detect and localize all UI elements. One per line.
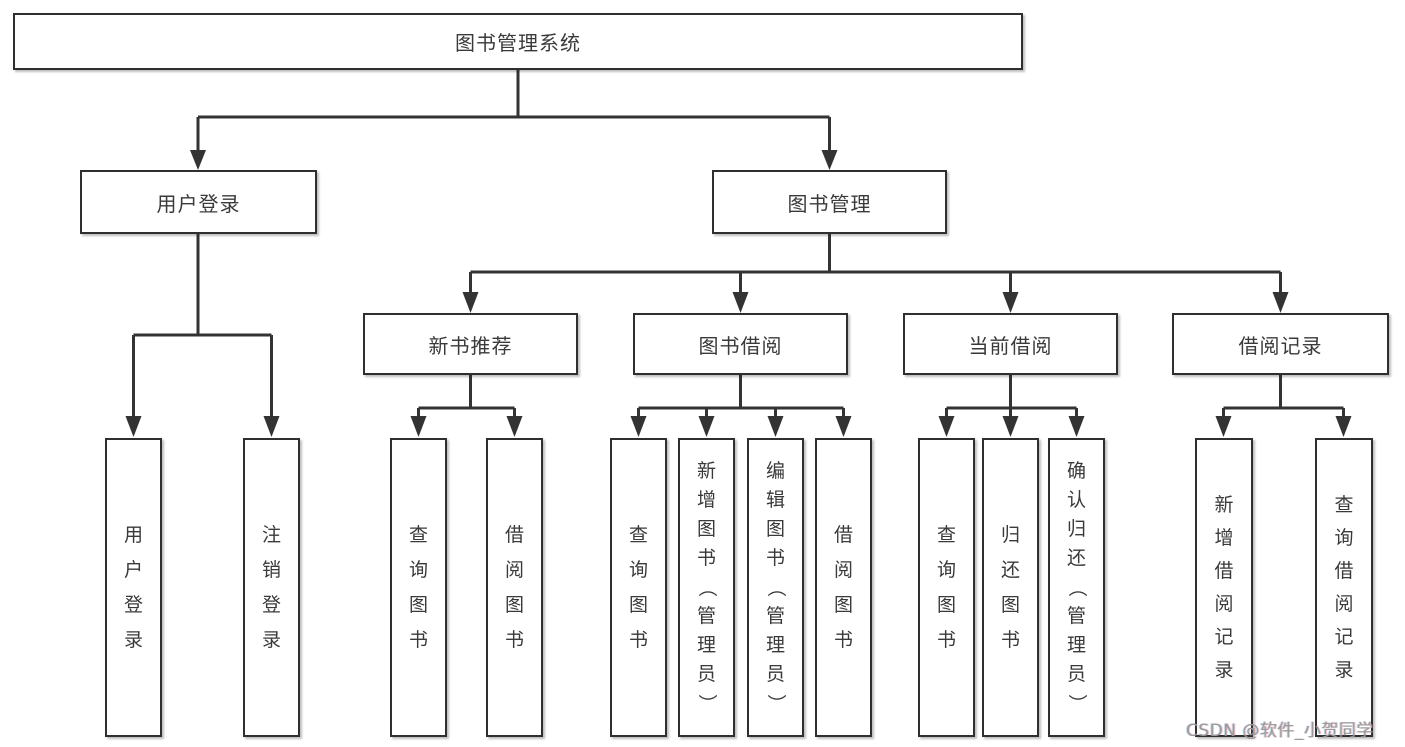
connector-borrowing-records-children bbox=[1222, 375, 1345, 417]
arrowhead bbox=[1068, 416, 1085, 437]
connector-root-to-level2 bbox=[196, 70, 831, 150]
arrowhead bbox=[410, 416, 427, 437]
node-book-borrowing: 图书借阅 bbox=[633, 313, 848, 375]
node-new-book-recommendation: 新书推荐 bbox=[363, 313, 578, 375]
leaf-user-login: 用户登录 bbox=[105, 438, 162, 737]
arrowhead bbox=[190, 150, 206, 170]
node-user-login: 用户登录 bbox=[80, 170, 317, 234]
connector-new-book-children bbox=[417, 375, 516, 417]
arrowhead bbox=[698, 416, 715, 437]
arrowhead bbox=[938, 416, 955, 437]
leaf-query-borrow-record: 查询借阅记录 bbox=[1315, 438, 1373, 737]
leaf-query-books-borrowing: 查询图书 bbox=[610, 438, 667, 737]
connector-user-login-children bbox=[132, 234, 273, 417]
arrowhead bbox=[835, 416, 852, 437]
arrowhead bbox=[1002, 292, 1019, 313]
arrowhead bbox=[767, 416, 784, 437]
arrowhead bbox=[125, 416, 142, 437]
arrowhead bbox=[462, 292, 479, 313]
leaf-add-borrow-record: 新增借阅记录 bbox=[1195, 438, 1253, 737]
leaf-return-books: 归还图书 bbox=[982, 438, 1039, 737]
node-book-management: 图书管理 bbox=[712, 170, 947, 234]
connector-book-borrowing-children bbox=[637, 375, 845, 417]
leaf-borrow-books-recommend: 借阅图书 bbox=[486, 438, 543, 737]
watermark: CSDN @软件_小贺同学 bbox=[1186, 721, 1374, 741]
arrowhead bbox=[821, 150, 838, 170]
node-root: 图书管理系统 bbox=[13, 13, 1023, 70]
leaf-confirm-return-admin: 确认归还（管理员） bbox=[1048, 438, 1105, 737]
leaf-borrow-books: 借阅图书 bbox=[815, 438, 872, 737]
arrowhead bbox=[506, 416, 523, 437]
arrowhead bbox=[263, 416, 280, 437]
arrowhead bbox=[630, 416, 647, 437]
arrowhead bbox=[1215, 416, 1232, 437]
node-current-borrowing: 当前借阅 bbox=[903, 313, 1118, 375]
leaf-query-books-current: 查询图书 bbox=[918, 438, 975, 737]
arrowhead bbox=[1335, 416, 1352, 437]
arrowhead bbox=[1272, 292, 1289, 313]
connector-book-management-children bbox=[469, 234, 1282, 293]
node-borrowing-records: 借阅记录 bbox=[1172, 313, 1389, 375]
arrowhead bbox=[1002, 416, 1019, 437]
leaf-add-books-admin: 新增图书（管理员） bbox=[678, 438, 735, 737]
leaf-query-books-recommend: 查询图书 bbox=[390, 438, 447, 737]
connector-current-borrowing-children bbox=[945, 375, 1078, 417]
arrowhead bbox=[732, 292, 749, 313]
leaf-logout: 注销登录 bbox=[243, 438, 300, 737]
leaf-edit-books-admin: 编辑图书（管理员） bbox=[747, 438, 804, 737]
